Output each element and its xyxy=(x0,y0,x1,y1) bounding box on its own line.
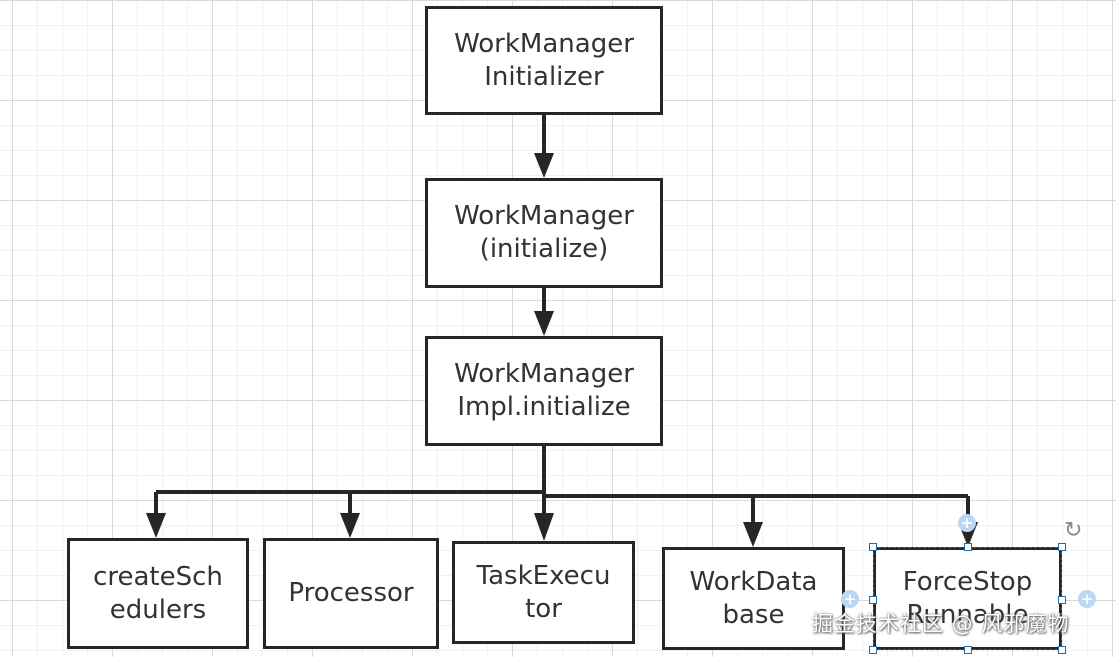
plus-connect-icon[interactable]: + xyxy=(1078,590,1096,608)
watermark: 掘金技术社区 @ 风邪魔物 xyxy=(812,612,1070,636)
node-work-database[interactable]: WorkData base xyxy=(662,547,845,650)
node-label: createSch edulers xyxy=(93,561,223,625)
plus-connect-icon[interactable]: + xyxy=(841,590,859,608)
arrowhead-initialize xyxy=(534,153,554,178)
node-label: ForceStop Runnable xyxy=(902,566,1033,630)
resize-handle-bottom-left[interactable] xyxy=(869,646,877,654)
node-create-schedulers[interactable]: createSch edulers xyxy=(67,538,249,649)
arrowhead-work-database xyxy=(743,522,763,547)
arrowhead-create-schedulers xyxy=(146,513,166,538)
node-label: TaskExecu tor xyxy=(476,560,611,624)
arrowhead-processor xyxy=(340,513,360,538)
connectors xyxy=(154,114,970,524)
arrowhead-task-executor xyxy=(534,513,554,541)
arrowhead-impl xyxy=(534,311,554,336)
node-workmanager-impl-initialize[interactable]: WorkManager Impl.initialize xyxy=(425,336,663,446)
rotate-icon[interactable]: ↻ xyxy=(1064,518,1083,543)
resize-handle-top[interactable] xyxy=(964,543,972,551)
arrowheads xyxy=(146,153,978,547)
node-workmanager-initializer[interactable]: WorkManager Initializer xyxy=(425,6,663,115)
resize-handle-bottom-right[interactable] xyxy=(1058,646,1066,654)
resize-handle-left[interactable] xyxy=(869,596,877,604)
resize-handle-bottom[interactable] xyxy=(964,646,972,654)
node-processor[interactable]: Processor xyxy=(263,538,439,649)
resize-handle-top-left[interactable] xyxy=(869,543,877,551)
node-label: WorkData base xyxy=(689,566,818,630)
resize-handle-right[interactable] xyxy=(1058,596,1066,604)
node-label: Processor xyxy=(288,578,414,608)
node-label: WorkManager Impl.initialize xyxy=(454,359,634,422)
resize-handle-top-right[interactable] xyxy=(1058,543,1066,551)
plus-connect-icon[interactable]: + xyxy=(958,514,976,532)
node-task-executor[interactable]: TaskExecu tor xyxy=(452,541,635,644)
node-label: WorkManager Initializer xyxy=(454,28,634,92)
node-workmanager-initialize[interactable]: WorkManager (initialize) xyxy=(425,178,663,288)
node-label: WorkManager (initialize) xyxy=(454,201,634,264)
